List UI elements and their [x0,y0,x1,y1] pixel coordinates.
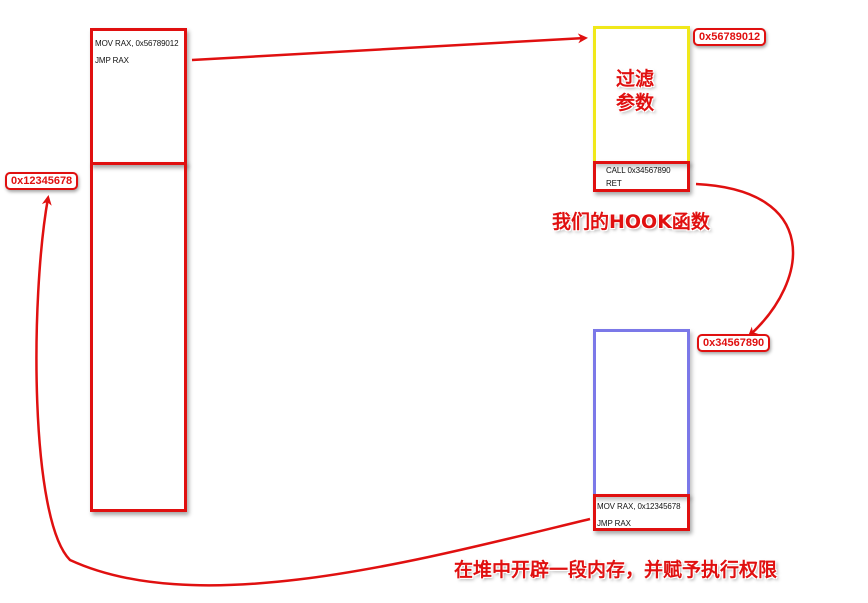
filter-label-line-2: 参数 [616,92,655,114]
filter-label-line-1: 过滤 [616,68,655,90]
address-hook: 0x56789012 [693,28,767,46]
arrow-call-to-heap [695,182,795,338]
heap-memory-block [593,329,690,497]
hook-call-block [593,161,690,192]
heap-caption: 在堆中开辟一段内存，并赋予执行权限 [454,559,778,581]
hook-line-1: CALL 0x34567890 [606,166,671,175]
hook-caption: 我们的HOOK函数 [552,211,710,233]
heap-line-1: MOV RAX, 0x12345678 [597,502,681,511]
original-function-body [90,162,187,512]
heap-line-2: JMP RAX [597,519,631,528]
address-heap: 0x34567890 [697,334,771,352]
original-line-2: JMP RAX [95,56,129,65]
original-function-head [90,28,187,165]
hook-line-2: RET [606,179,622,188]
arrow-jmp-to-hook [191,33,588,62]
address-original: 0x12345678 [5,172,79,190]
original-line-1: MOV RAX, 0x56789012 [95,39,179,48]
arrow-heap-to-original [35,195,591,587]
heap-jmp-block [593,494,690,531]
